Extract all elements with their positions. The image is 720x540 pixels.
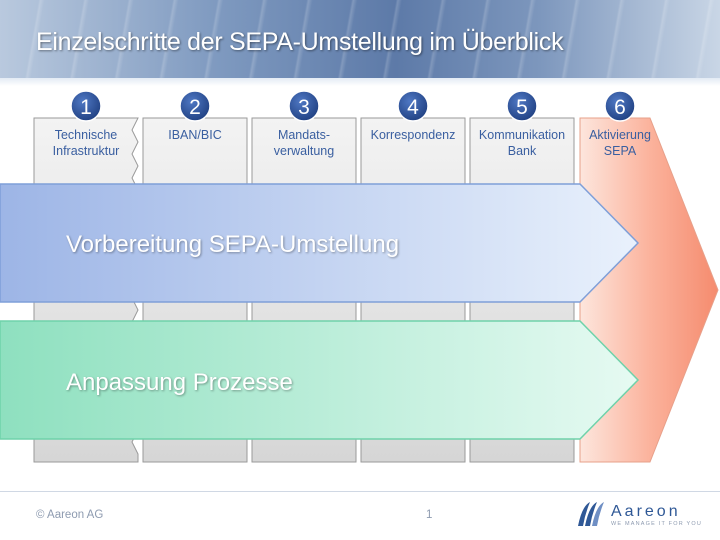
step-label-1: Technische Infrastruktur xyxy=(52,128,120,158)
title-banner: Einzelschritte der SEPA-Umstellung im Üb… xyxy=(0,0,720,78)
step-label-4: Korrespondenz xyxy=(370,128,456,142)
page-number: 1 xyxy=(426,509,433,521)
step-number-badge-2 xyxy=(179,90,211,122)
step-number-badge-5 xyxy=(506,90,538,122)
step-number-4: 4 xyxy=(407,96,419,119)
step-label-2: IBAN/BIC xyxy=(168,128,222,142)
step-number-5: 5 xyxy=(516,96,528,119)
logo-wordmark: Aareon xyxy=(611,503,681,520)
logo-tagline: WE MANAGE IT FOR YOU xyxy=(611,521,703,527)
copyright-text: © Aareon AG xyxy=(36,509,104,521)
aareon-logo: Aareon WE MANAGE IT FOR YOU xyxy=(576,500,701,530)
step-number-badge-4 xyxy=(397,90,429,122)
bar-process-adjustment xyxy=(0,320,640,440)
step-number-1: 1 xyxy=(80,96,92,119)
step-number-6: 6 xyxy=(614,96,626,119)
step-number-badge-6 xyxy=(604,90,636,122)
step-number-badge-3 xyxy=(288,90,320,122)
step-number-3: 3 xyxy=(298,96,310,119)
banner-texture xyxy=(0,0,720,78)
step-number-badge-1 xyxy=(70,90,102,122)
bar-preparation-label: Vorbereitung SEPA-Umstellung xyxy=(66,231,400,258)
sepa-process-diagram: 1 2 3 4 5 6 xyxy=(0,90,719,463)
page-title: Einzelschritte der SEPA-Umstellung im Üb… xyxy=(36,28,564,56)
banner-divider xyxy=(0,78,720,86)
step-label-3: Mandats- verwaltung xyxy=(273,128,335,158)
footer-divider xyxy=(0,491,720,492)
step-number-2: 2 xyxy=(189,96,201,119)
step-label-5: Kommunikation Bank xyxy=(478,128,566,158)
aareon-logo-icon xyxy=(578,502,604,526)
step-label-6: Aktivierung SEPA xyxy=(589,128,651,158)
bar-process-adjustment-label: Anpassung Prozesse xyxy=(66,369,293,396)
bar-preparation xyxy=(0,183,640,303)
